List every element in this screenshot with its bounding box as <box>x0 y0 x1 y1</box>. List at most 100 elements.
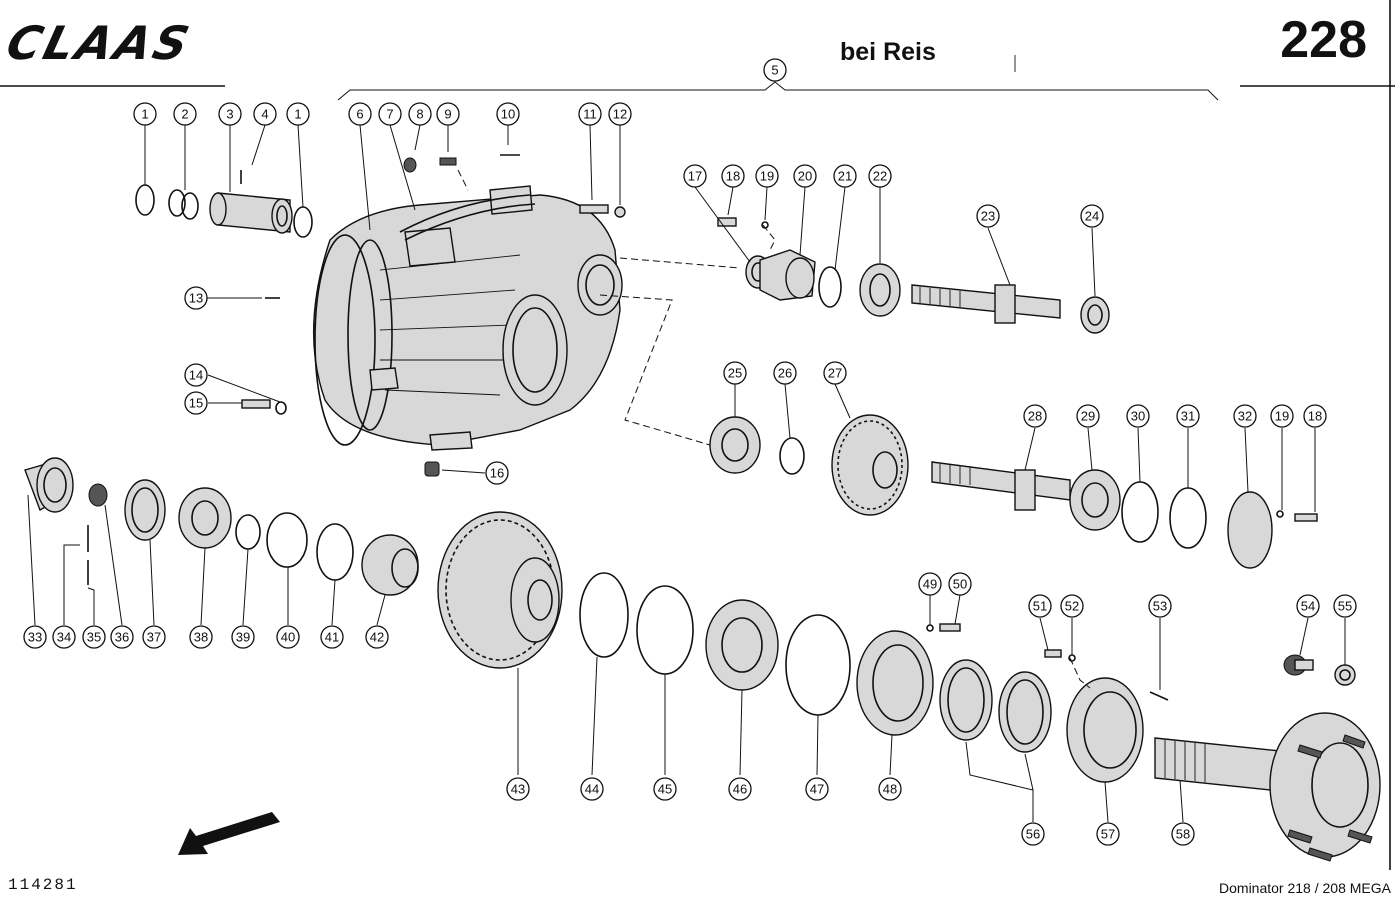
svg-text:28: 28 <box>1028 409 1042 424</box>
callout-4: 4 <box>253 102 277 126</box>
svg-text:57: 57 <box>1101 827 1115 842</box>
callout-19-right: 19 <box>1270 404 1294 428</box>
callout-57: 57 <box>1096 822 1120 846</box>
svg-text:6: 6 <box>356 107 363 122</box>
callout-51: 51 <box>1028 594 1052 618</box>
callout-21: 21 <box>833 164 857 188</box>
svg-text:48: 48 <box>883 782 897 797</box>
svg-text:38: 38 <box>194 630 208 645</box>
svg-text:24: 24 <box>1085 209 1099 224</box>
svg-text:39: 39 <box>236 630 250 645</box>
callout-6: 6 <box>348 102 372 126</box>
callout-10: 10 <box>496 102 520 126</box>
callout-28: 28 <box>1023 404 1047 428</box>
svg-text:12: 12 <box>613 107 627 122</box>
svg-text:18: 18 <box>1308 409 1322 424</box>
svg-text:49: 49 <box>923 577 937 592</box>
callout-2: 2 <box>173 102 197 126</box>
svg-text:25: 25 <box>728 366 742 381</box>
svg-text:21: 21 <box>838 169 852 184</box>
svg-text:29: 29 <box>1081 409 1095 424</box>
svg-text:26: 26 <box>778 366 792 381</box>
svg-text:3: 3 <box>226 107 233 122</box>
callout-58: 58 <box>1171 822 1195 846</box>
svg-text:22: 22 <box>873 169 887 184</box>
callout-18-top: 18 <box>721 164 745 188</box>
drawing-number: 114281 <box>8 876 78 894</box>
callout-48: 48 <box>878 777 902 801</box>
svg-text:31: 31 <box>1181 409 1195 424</box>
assembly-bracket-5 <box>337 81 1219 101</box>
svg-text:13: 13 <box>189 291 203 306</box>
svg-text:42: 42 <box>370 630 384 645</box>
callout-25: 25 <box>723 361 747 385</box>
svg-text:55: 55 <box>1338 599 1352 614</box>
frame-lines <box>0 0 1395 870</box>
callout-35: 35 <box>82 625 106 649</box>
callout-39: 39 <box>231 625 255 649</box>
svg-text:35: 35 <box>87 630 101 645</box>
svg-text:14: 14 <box>189 368 203 383</box>
svg-text:9: 9 <box>444 107 451 122</box>
callout-17: 17 <box>683 164 707 188</box>
callout-33: 33 <box>23 625 47 649</box>
svg-text:15: 15 <box>189 396 203 411</box>
svg-text:17: 17 <box>688 169 702 184</box>
svg-text:1: 1 <box>141 107 148 122</box>
svg-text:46: 46 <box>733 782 747 797</box>
callout-56: 56 <box>1021 822 1045 846</box>
callout-37: 37 <box>142 625 166 649</box>
callout-36: 36 <box>110 625 134 649</box>
svg-text:51: 51 <box>1033 599 1047 614</box>
svg-text:40: 40 <box>281 630 295 645</box>
callout-41: 41 <box>320 625 344 649</box>
svg-text:8: 8 <box>416 107 423 122</box>
callout-26: 26 <box>773 361 797 385</box>
callout-16: 16 <box>485 461 509 485</box>
callout-22: 22 <box>868 164 892 188</box>
svg-text:43: 43 <box>511 782 525 797</box>
page-number: 228 <box>1280 11 1367 69</box>
callout-42: 42 <box>365 625 389 649</box>
callout-29: 29 <box>1076 404 1100 428</box>
callout-3: 3 <box>218 102 242 126</box>
svg-text:37: 37 <box>147 630 161 645</box>
svg-text:19: 19 <box>1275 409 1289 424</box>
svg-text:53: 53 <box>1153 599 1167 614</box>
page-title: bei Reis <box>840 38 936 66</box>
callout-24: 24 <box>1080 204 1104 228</box>
callout-49: 49 <box>918 572 942 596</box>
callout-15: 15 <box>184 391 208 415</box>
callout-45: 45 <box>653 777 677 801</box>
svg-text:30: 30 <box>1131 409 1145 424</box>
svg-text:52: 52 <box>1065 599 1079 614</box>
callout-46: 46 <box>728 777 752 801</box>
svg-text:58: 58 <box>1176 827 1190 842</box>
svg-text:36: 36 <box>115 630 129 645</box>
svg-text:47: 47 <box>810 782 824 797</box>
model-name: Dominator 218 / 208 MEGA <box>1219 880 1391 896</box>
callout-34: 34 <box>52 625 76 649</box>
svg-text:20: 20 <box>798 169 812 184</box>
svg-text:44: 44 <box>585 782 599 797</box>
callout-20: 20 <box>793 164 817 188</box>
callout-19-top: 19 <box>755 164 779 188</box>
callout-38: 38 <box>189 625 213 649</box>
svg-text:19: 19 <box>760 169 774 184</box>
callout-1-left: 1 <box>133 102 157 126</box>
svg-text:56: 56 <box>1026 827 1040 842</box>
svg-text:5: 5 <box>771 63 778 78</box>
svg-text:18: 18 <box>726 169 740 184</box>
callout-30: 30 <box>1126 404 1150 428</box>
callout-32: 32 <box>1233 404 1257 428</box>
callout-13: 13 <box>184 286 208 310</box>
callout-1-right: 1 <box>286 102 310 126</box>
callout-43: 43 <box>506 777 530 801</box>
callout-23: 23 <box>976 204 1000 228</box>
callouts: 1 2 3 4 1 5 6 7 8 9 10 11 12 13 14 15 16… <box>23 58 1357 846</box>
callout-11: 11 <box>578 102 602 126</box>
svg-text:23: 23 <box>981 209 995 224</box>
svg-text:27: 27 <box>828 366 842 381</box>
callout-55: 55 <box>1333 594 1357 618</box>
